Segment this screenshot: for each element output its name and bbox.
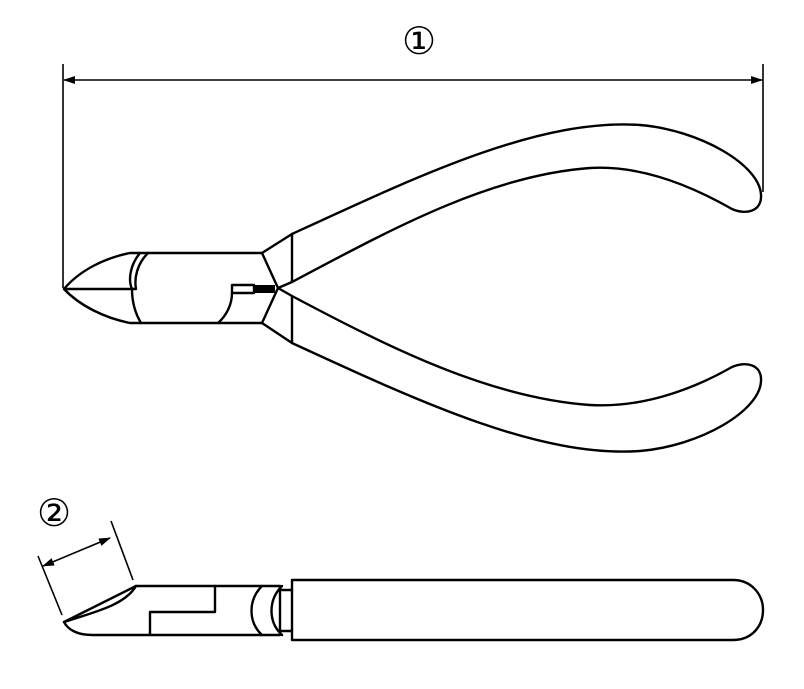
pliers-top-view — [62, 123, 763, 453]
dimension-arrow-2 — [42, 537, 111, 567]
joint-arc — [216, 291, 234, 325]
joint-pin — [253, 285, 275, 293]
blade-edge — [128, 251, 150, 291]
blade-edge-lower — [130, 287, 143, 325]
step-line — [148, 584, 217, 637]
extension-line-b — [110, 520, 134, 581]
upper-handle — [290, 123, 763, 284]
dimension-label-1: ① — [402, 19, 437, 63]
joint-arcs — [250, 584, 284, 637]
side-head — [62, 584, 282, 637]
side-blade — [62, 584, 138, 624]
overall-length-dimension — [62, 64, 764, 288]
pliers-side-view — [37, 520, 765, 642]
extension-line-a — [37, 555, 63, 616]
joint-slot — [230, 283, 256, 295]
lower-handle — [290, 294, 763, 453]
dimension-label-2: ② — [37, 491, 72, 535]
side-handle — [290, 578, 765, 642]
collar-lines — [278, 588, 294, 633]
